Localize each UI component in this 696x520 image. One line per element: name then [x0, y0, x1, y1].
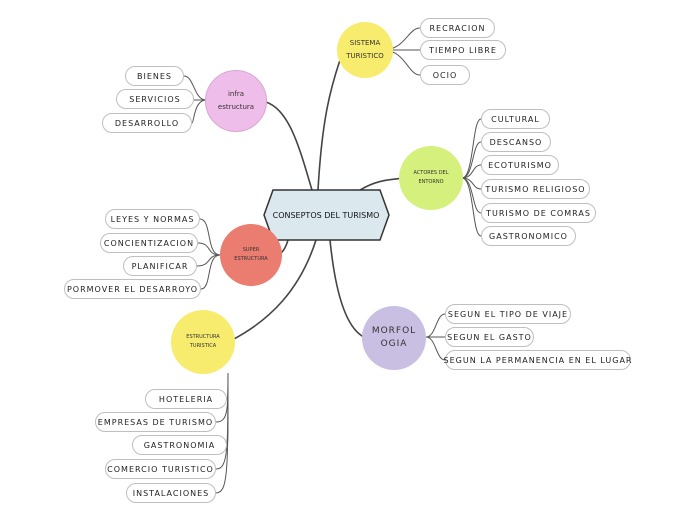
item-segun-el-tipo-de-viaje[interactable]: SEGUN EL TIPO DE VIAJE	[445, 304, 571, 324]
item-servicios[interactable]: SERVICIOS	[116, 89, 194, 109]
item-gastronomia[interactable]: GASTRONOMIA	[132, 435, 227, 455]
item-descanso[interactable]: DESCANSO	[481, 132, 551, 152]
item-tiempo-libre[interactable]: TIEMPO LIBRE	[420, 40, 506, 60]
item-concientizacion[interactable]: CONCIENTIZACION	[100, 233, 198, 253]
item-leyes-y-normas[interactable]: LEYES Y NORMAS	[105, 209, 200, 229]
item-planificar[interactable]: PLANIFICAR	[123, 256, 197, 276]
branch-super-estructura[interactable]: SUPER ESTRUCTURA	[220, 224, 282, 286]
item-turismo-religioso[interactable]: TURISMO RELIGIOSO	[481, 179, 590, 199]
item-recracion[interactable]: RECRACION	[420, 18, 495, 38]
item-cultural[interactable]: CULTURAL	[481, 109, 550, 129]
item-comercio-turistico[interactable]: COMERCIO TURISTICO	[105, 459, 216, 479]
branch-infra-estructura[interactable]: infra estructura	[205, 70, 267, 132]
item-empresas-de-turismo[interactable]: EMPRESAS DE TURISMO	[95, 412, 216, 432]
item-instalaciones[interactable]: INSTALACIONES	[126, 483, 216, 503]
item-hoteleria[interactable]: HOTELERIA	[145, 389, 227, 409]
item-pormover-el-desarroyo[interactable]: PORMOVER EL DESARROYO	[64, 279, 201, 299]
branch-sistema-turistico[interactable]: SISTEMA TURISTICO	[337, 22, 393, 78]
item-connectors	[183, 27, 482, 494]
central-topic-shape	[263, 189, 390, 241]
item-desarrollo[interactable]: DESARROLLO	[102, 113, 192, 133]
item-bienes[interactable]: BIENES	[125, 66, 184, 86]
item-ocio[interactable]: OCIO	[420, 65, 470, 85]
item-ecoturismo[interactable]: ECOTURISMO	[481, 155, 559, 175]
branch-estructura-turistica[interactable]: ESTRUCTURA TURISTICA	[171, 310, 235, 374]
central-topic[interactable]: CONSEPTOS DEL TURISMO	[272, 210, 380, 220]
branch-morfologia[interactable]: MORFOL OGIA	[362, 306, 426, 370]
branch-actores-del-entorno[interactable]: ACTORES DEL ENTORNO	[399, 146, 463, 210]
item-turismo-de-comras[interactable]: TURISMO DE COMRAS	[481, 203, 596, 223]
item-segun-la-permanencia[interactable]: SEGUN LA PERMANENCIA EN EL LUGAR	[444, 350, 631, 370]
item-gastronomico[interactable]: GASTRONOMICO	[481, 226, 576, 246]
item-segun-el-gasto[interactable]: SEGUN EL GASTO	[445, 327, 534, 347]
connector-lines	[231, 59, 403, 341]
